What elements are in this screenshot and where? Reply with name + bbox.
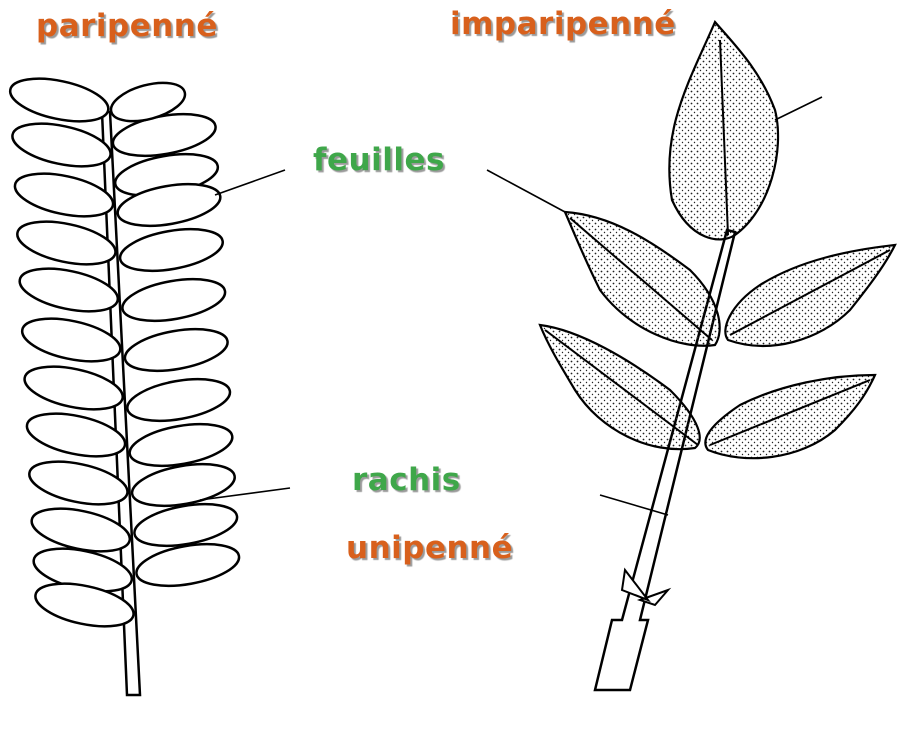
leaflet xyxy=(121,277,227,323)
midrib xyxy=(719,39,729,236)
leaflet xyxy=(116,182,222,228)
leaflet xyxy=(18,267,120,313)
leaflet xyxy=(118,227,224,273)
feuilles-pointer-right xyxy=(486,169,566,213)
leaflet xyxy=(133,502,239,548)
leaflet xyxy=(16,220,117,266)
midrib xyxy=(544,329,699,446)
label-paripenne: paripenné xyxy=(36,8,218,44)
leaflet xyxy=(123,327,229,373)
midrib xyxy=(709,379,871,446)
leaflet xyxy=(128,422,234,468)
midrib xyxy=(569,217,713,341)
label-feuilles: feuilles xyxy=(313,142,445,178)
leaflet xyxy=(25,412,127,458)
leaflet xyxy=(11,122,112,168)
rachis-pointer-right xyxy=(599,494,669,516)
leaflet xyxy=(34,582,135,628)
pointer-lines xyxy=(199,96,823,516)
midrib xyxy=(729,249,891,336)
leaflet xyxy=(130,462,236,508)
feuilles-pointer-left xyxy=(214,169,286,196)
label-unipenne: unipenné xyxy=(346,530,514,566)
leaflet xyxy=(23,365,124,411)
feuilles-pointer-top xyxy=(774,96,823,121)
label-rachis: rachis xyxy=(352,462,461,498)
leaflet xyxy=(135,542,241,588)
leaflet xyxy=(28,460,129,506)
paripinnate-leaf-drawing xyxy=(8,77,241,697)
leaflet xyxy=(109,81,187,123)
label-imparipenne: imparipenné xyxy=(450,6,676,42)
rachis-pointer-left xyxy=(199,487,291,501)
leaflet xyxy=(126,377,232,423)
stipules xyxy=(620,567,672,607)
leaflet xyxy=(8,77,110,123)
imparipinnate-leaf-drawing xyxy=(538,19,897,692)
leaflet xyxy=(13,172,115,218)
leaflet xyxy=(20,317,122,363)
